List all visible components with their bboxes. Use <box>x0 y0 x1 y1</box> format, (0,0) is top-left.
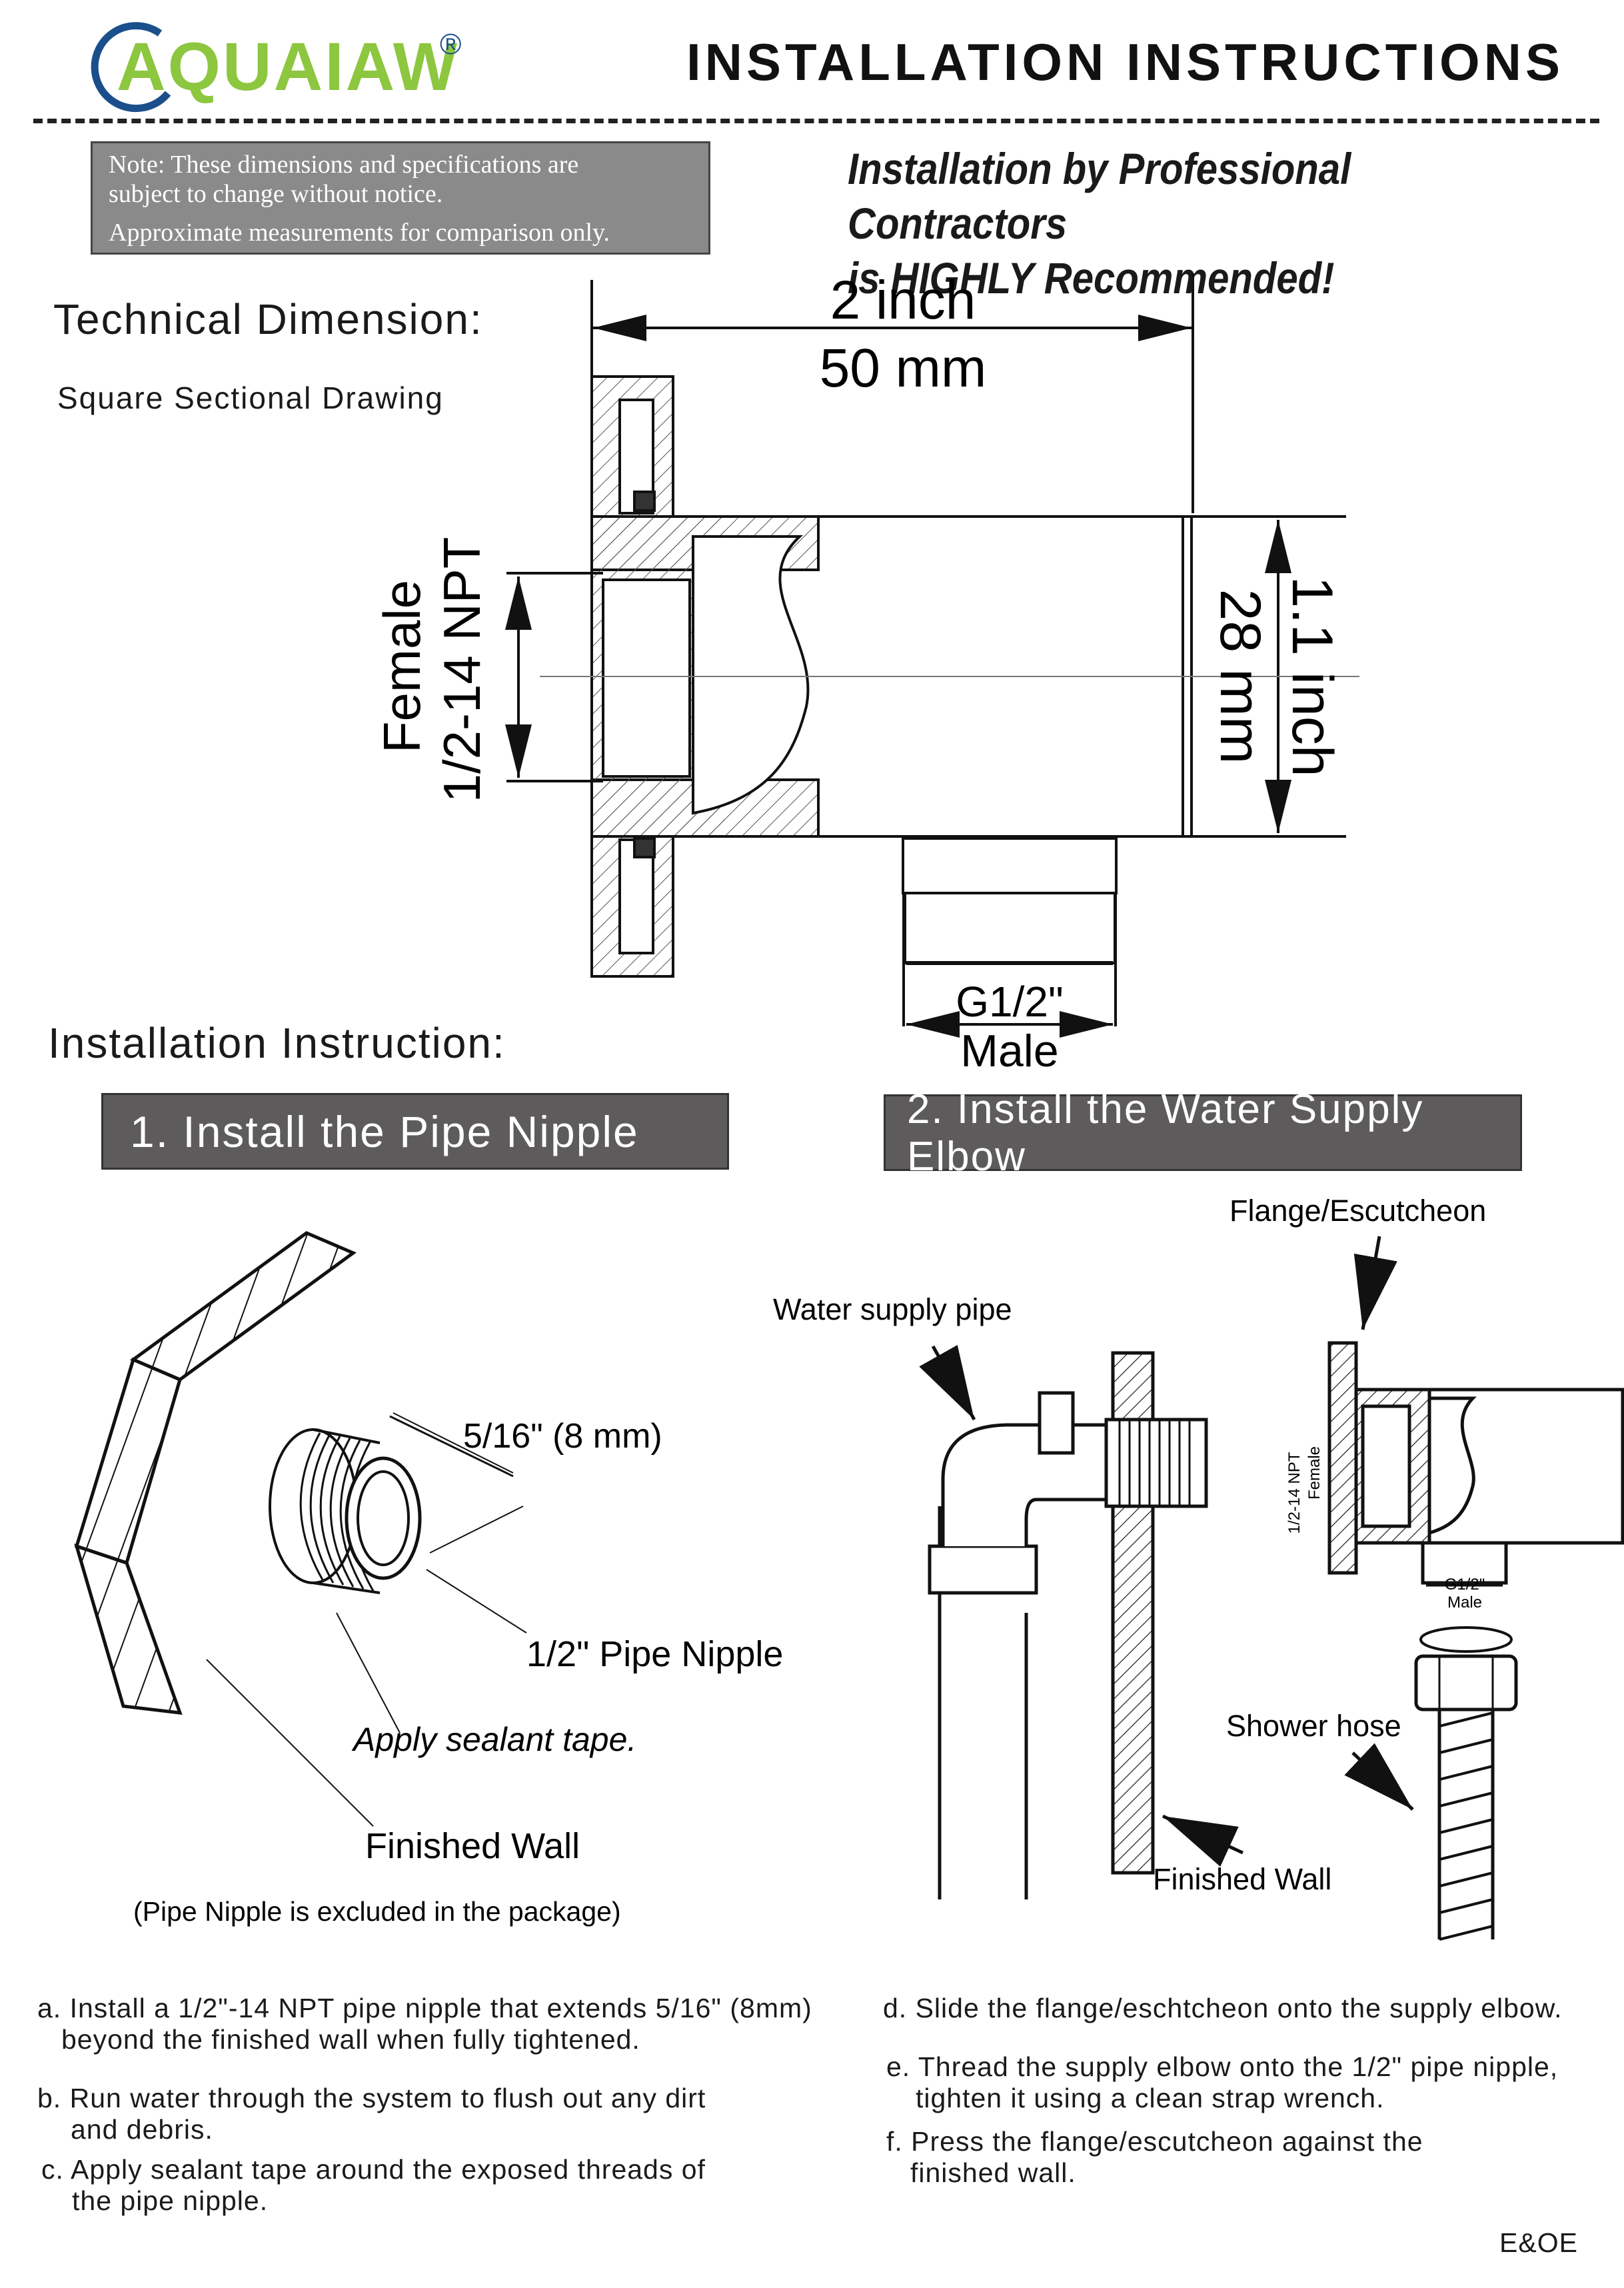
note-line-2: subject to change without notice. <box>109 180 443 208</box>
width-mm-label: 50 mm <box>820 338 987 399</box>
header-divider <box>33 119 1599 123</box>
technical-subheading: Square Sectional Drawing <box>57 381 444 415</box>
note-line-3: Approximate measurements for comparison … <box>109 219 610 247</box>
installation-heading: Installation Instruction: <box>48 1019 506 1067</box>
step2-title: 2. Install the Water Supply Elbow <box>907 1086 1424 1180</box>
nipple-excluded-note: (Pipe Nipple is excluded in the package) <box>133 1896 621 1927</box>
pipe-nipple-label: 1/2" Pipe Nipple <box>526 1634 783 1674</box>
female-spec-label: 1/2-14 NPT <box>432 537 491 803</box>
step-a-line-1: a. Install a 1/2"-14 NPT pipe nipple tha… <box>37 1993 812 2023</box>
small-female-label: Female <box>1305 1446 1323 1500</box>
logo-ring-icon <box>91 22 171 113</box>
height-inch-label: 1.1 inch <box>1280 576 1344 776</box>
technical-drawing: 2 inch 50 mm 1.1 inch 28 mm Female 1/2-1… <box>373 270 1359 1076</box>
step-f-line-1: f. Press the flange/escutcheon against t… <box>886 2126 1423 2157</box>
female-label: Female <box>373 580 431 753</box>
step2-banner: 2. Install the Water Supply Elbow <box>884 1086 1522 1180</box>
step-a-line-2: beyond the finished wall when fully tigh… <box>61 2024 640 2055</box>
step-d-line-1: d. Slide the flange/eschtcheon onto the … <box>883 1993 1563 2023</box>
flange-escutcheon-label: Flange/Escutcheon <box>1229 1194 1486 1228</box>
step-d: d. Slide the flange/eschtcheon onto the … <box>883 1993 1562 2024</box>
step-f: f. Press the flange/escutcheon against t… <box>886 2126 1423 2189</box>
height-mm-label: 28 mm <box>1208 589 1272 764</box>
recommendation-line-2: is HIGHLY Recommended! <box>848 253 1335 303</box>
width-inch-label: 2 inch <box>830 270 976 331</box>
recommendation-line-1: Installation by Professional Contractors <box>848 144 1351 248</box>
small-male-spec-label: G1/2" <box>1445 1576 1485 1594</box>
step-b: b. Run water through the system to flush… <box>37 2083 706 2145</box>
step-b-line-2: and debris. <box>71 2114 213 2145</box>
sealant-tape-label: Apply sealant tape. <box>351 1721 636 1758</box>
brand-logo: AQUAIAW ® <box>80 15 480 115</box>
eoe-mark: E&OE <box>1499 2227 1578 2258</box>
finished-wall-label-2: Finished Wall <box>1153 1862 1331 1896</box>
male-spec-label: G1/2" <box>956 978 1063 1026</box>
registered-mark: ® <box>440 28 462 61</box>
page-title: INSTALLATION INSTRUCTIONS <box>686 33 1565 91</box>
step-e: e. Thread the supply elbow onto the 1/2"… <box>886 2051 1558 2114</box>
step1-title: 1. Install the Pipe Nipple <box>130 1106 639 1156</box>
step-e-line-1: e. Thread the supply elbow onto the 1/2"… <box>886 2051 1559 2082</box>
small-female-spec-label: 1/2-14 NPT <box>1285 1452 1303 1534</box>
professional-recommendation: Installation by Professional Contractors… <box>848 141 1531 305</box>
step-c: c. Apply sealant tape around the exposed… <box>41 2154 706 2217</box>
step-f-line-2: finished wall. <box>910 2157 1076 2188</box>
extension-dimension-label: 5/16" (8 mm) <box>463 1417 662 1456</box>
technical-dimension-heading: Technical Dimension: <box>53 295 483 343</box>
disclaimer-note: Note: These dimensions and specification… <box>91 141 710 255</box>
step-c-line-1: c. Apply sealant tape around the exposed… <box>41 2154 706 2185</box>
pipe-nipple-figure: 5/16" (8 mm) 1/2" Pipe Nipple Apply seal… <box>74 1231 783 1927</box>
step-e-line-2: tighten it using a clean strap wrench. <box>916 2083 1385 2113</box>
water-supply-pipe-label: Water supply pipe <box>773 1292 1012 1326</box>
note-line-1: Note: These dimensions and specification… <box>109 151 579 179</box>
finished-wall-label-1: Finished Wall <box>365 1826 580 1866</box>
supply-elbow-figure: Flange/Escutcheon Water supply pipe 1/2-… <box>773 1194 1624 1941</box>
step-b-line-1: b. Run water through the system to flush… <box>37 2083 706 2113</box>
step-a: a. Install a 1/2"-14 NPT pipe nipple tha… <box>37 1993 812 2055</box>
male-label: Male <box>960 1026 1058 1076</box>
logo-wordmark: AQUAIAW <box>117 29 459 105</box>
shower-hose-label: Shower hose <box>1226 1709 1401 1743</box>
step-c-line-2: the pipe nipple. <box>72 2185 269 2216</box>
step1-banner: 1. Install the Pipe Nipple <box>101 1093 729 1170</box>
small-male-label: Male <box>1447 1594 1482 1612</box>
